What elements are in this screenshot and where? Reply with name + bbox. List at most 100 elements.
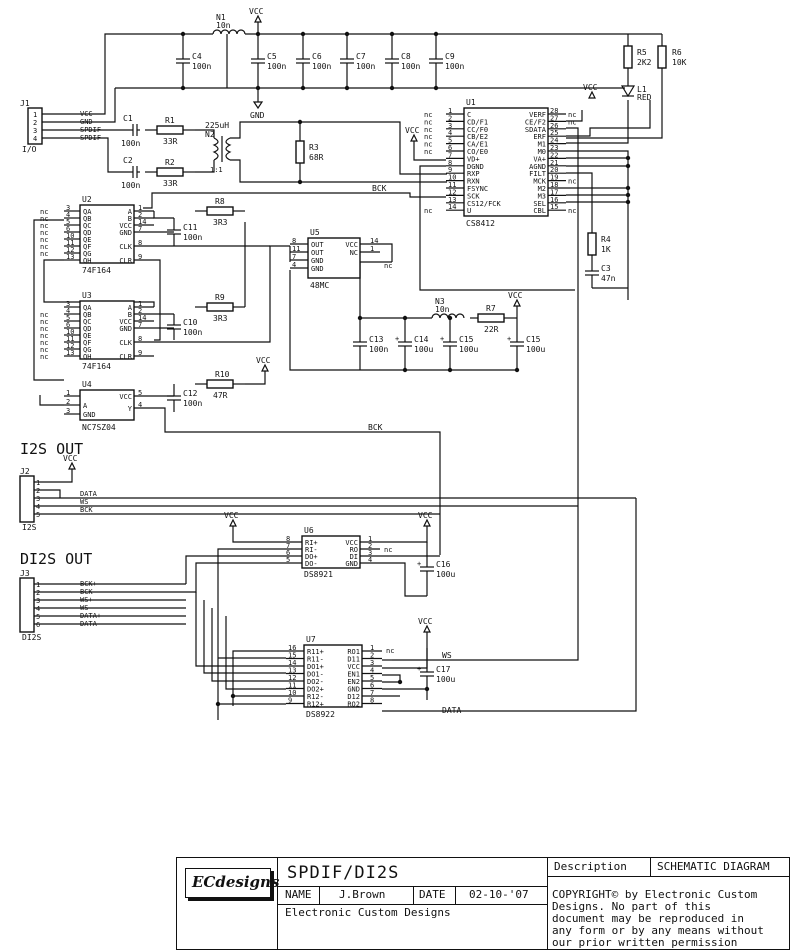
- u7-pin-num: 14: [288, 659, 296, 667]
- u1-pin-num: 27: [550, 114, 558, 122]
- junction-dot: [625, 192, 631, 198]
- u1-pin-name: ERF: [533, 133, 546, 141]
- n2-ratio: 1:1: [210, 166, 223, 174]
- u1-pin-name: CS12/FCK: [467, 200, 502, 208]
- ic-u2-pin-name: CLK: [119, 243, 132, 251]
- u6-pin-num: 8: [286, 535, 290, 543]
- u5-pin-num: 8: [292, 237, 296, 245]
- u4-pin-num: 1: [66, 389, 70, 397]
- nc-label: nc: [40, 236, 48, 244]
- nc-label: nc: [568, 207, 576, 215]
- u4-pin-num: 5: [138, 389, 142, 397]
- nc-label: nc: [424, 118, 432, 126]
- u1-pin-name: DGND: [467, 163, 484, 171]
- j3-label: DI2S: [22, 633, 41, 642]
- j3-signal: BCK-: [80, 588, 97, 596]
- ref-c9: C9: [445, 52, 455, 61]
- j2-pin-num: 4: [36, 503, 40, 511]
- j1-label: I/O: [22, 145, 37, 154]
- value-c12: 100n: [183, 399, 202, 408]
- resistor-r10: [206, 379, 234, 389]
- resistor-r1: [156, 125, 184, 135]
- wire: [195, 129, 215, 138]
- ic-u2-pin-name: B: [128, 215, 132, 223]
- ic-u3: [79, 300, 135, 360]
- ic-u3-pin-num: 2: [138, 307, 142, 315]
- ic-u3-pin-num: 14: [138, 314, 146, 322]
- u7-pin-name: EN2: [347, 678, 360, 686]
- j3-pin-num: 5: [36, 613, 40, 621]
- nc-label: nc: [40, 250, 48, 258]
- value-r8: 3R3: [213, 218, 228, 227]
- u1-pin-name: M3: [538, 192, 546, 200]
- u1-pin-num: 23: [550, 144, 558, 152]
- ic-u1: [463, 107, 549, 217]
- wire: [56, 469, 73, 483]
- nc-label: nc: [424, 148, 432, 156]
- j2-data: DATA: [80, 490, 98, 498]
- u7-pin-name: R11-: [307, 656, 324, 664]
- u4-pin-name: A: [83, 402, 88, 410]
- value-r3: 68R: [309, 153, 324, 162]
- j1-signal: SPDIF: [80, 134, 101, 142]
- u7-pin-num: 6: [370, 682, 374, 690]
- wire: [230, 159, 300, 183]
- connector-j3: [19, 577, 35, 633]
- u1-pin-num: 28: [550, 107, 558, 115]
- junction-dot: [625, 185, 631, 191]
- junction-dot: [344, 31, 350, 37]
- value-r1: 33R: [163, 137, 178, 146]
- ref-r8: R8: [215, 197, 225, 206]
- wire: [230, 121, 300, 139]
- title-block-logo-cell: ECdesigns: [177, 858, 279, 949]
- u5-pin-name: GND: [311, 257, 324, 265]
- wire: [60, 137, 130, 173]
- wire: [566, 80, 663, 139]
- wire: [566, 100, 651, 137]
- u5-pin-name: GND: [311, 265, 324, 273]
- j3-signal: WS-: [80, 604, 93, 612]
- u7-pin-name: RO1: [347, 648, 360, 656]
- u5-part: 48MC: [310, 281, 329, 290]
- ic-u2-pin-name: VCC: [119, 222, 132, 230]
- vcc-arrow: [229, 518, 237, 527]
- u7-pin-name: D11: [347, 656, 360, 664]
- ic-u2-ref: U2: [82, 195, 92, 204]
- ref-c3: C3: [601, 264, 611, 273]
- u1-pin-name: CO/E0: [467, 148, 488, 156]
- inductor-n1: [212, 29, 246, 35]
- nc-label: nc: [568, 118, 576, 126]
- junction-dot: [402, 315, 408, 321]
- value-r6: 10K: [672, 58, 687, 67]
- u7-pin-num: 8: [370, 697, 374, 705]
- nc-label: nc: [40, 318, 48, 326]
- wire: [566, 100, 629, 144]
- u7-pin-num: 7: [370, 689, 374, 697]
- wire: [154, 259, 161, 341]
- u1-pin-num: 4: [448, 129, 452, 137]
- u5-ref: U5: [310, 228, 320, 237]
- u1-pin-num: 1: [448, 107, 452, 115]
- ref-c5: C5: [267, 52, 277, 61]
- ic-u3-pin-num: 5: [66, 314, 70, 322]
- u7-pin-name: EN1: [347, 671, 360, 679]
- nc-label: nc: [40, 346, 48, 354]
- u7-part: DS8922: [306, 710, 335, 719]
- vcc-label: VCC: [249, 7, 264, 16]
- vcc-arrow: [423, 624, 431, 633]
- wire: [185, 555, 284, 584]
- vcc-label: VCC: [418, 511, 433, 520]
- u7-pin-num: 11: [288, 682, 296, 690]
- u1-pin-name: SCK: [467, 192, 480, 200]
- ic-u3-pin-name: CLK: [119, 339, 132, 347]
- section-i2s-out: I2S OUT: [20, 440, 83, 458]
- wire: [380, 243, 393, 262]
- junction-dot: [514, 367, 520, 373]
- ic-u2-pin-name: QC: [83, 222, 91, 230]
- ref-r9: R9: [215, 293, 225, 302]
- j3-pin-num: 3: [36, 597, 40, 605]
- copyright-line-5: our prior written permission: [552, 936, 738, 949]
- wire: [359, 261, 392, 318]
- net-ws: WS: [442, 651, 452, 660]
- drawing-title: SPDIF/DI2S: [287, 863, 400, 883]
